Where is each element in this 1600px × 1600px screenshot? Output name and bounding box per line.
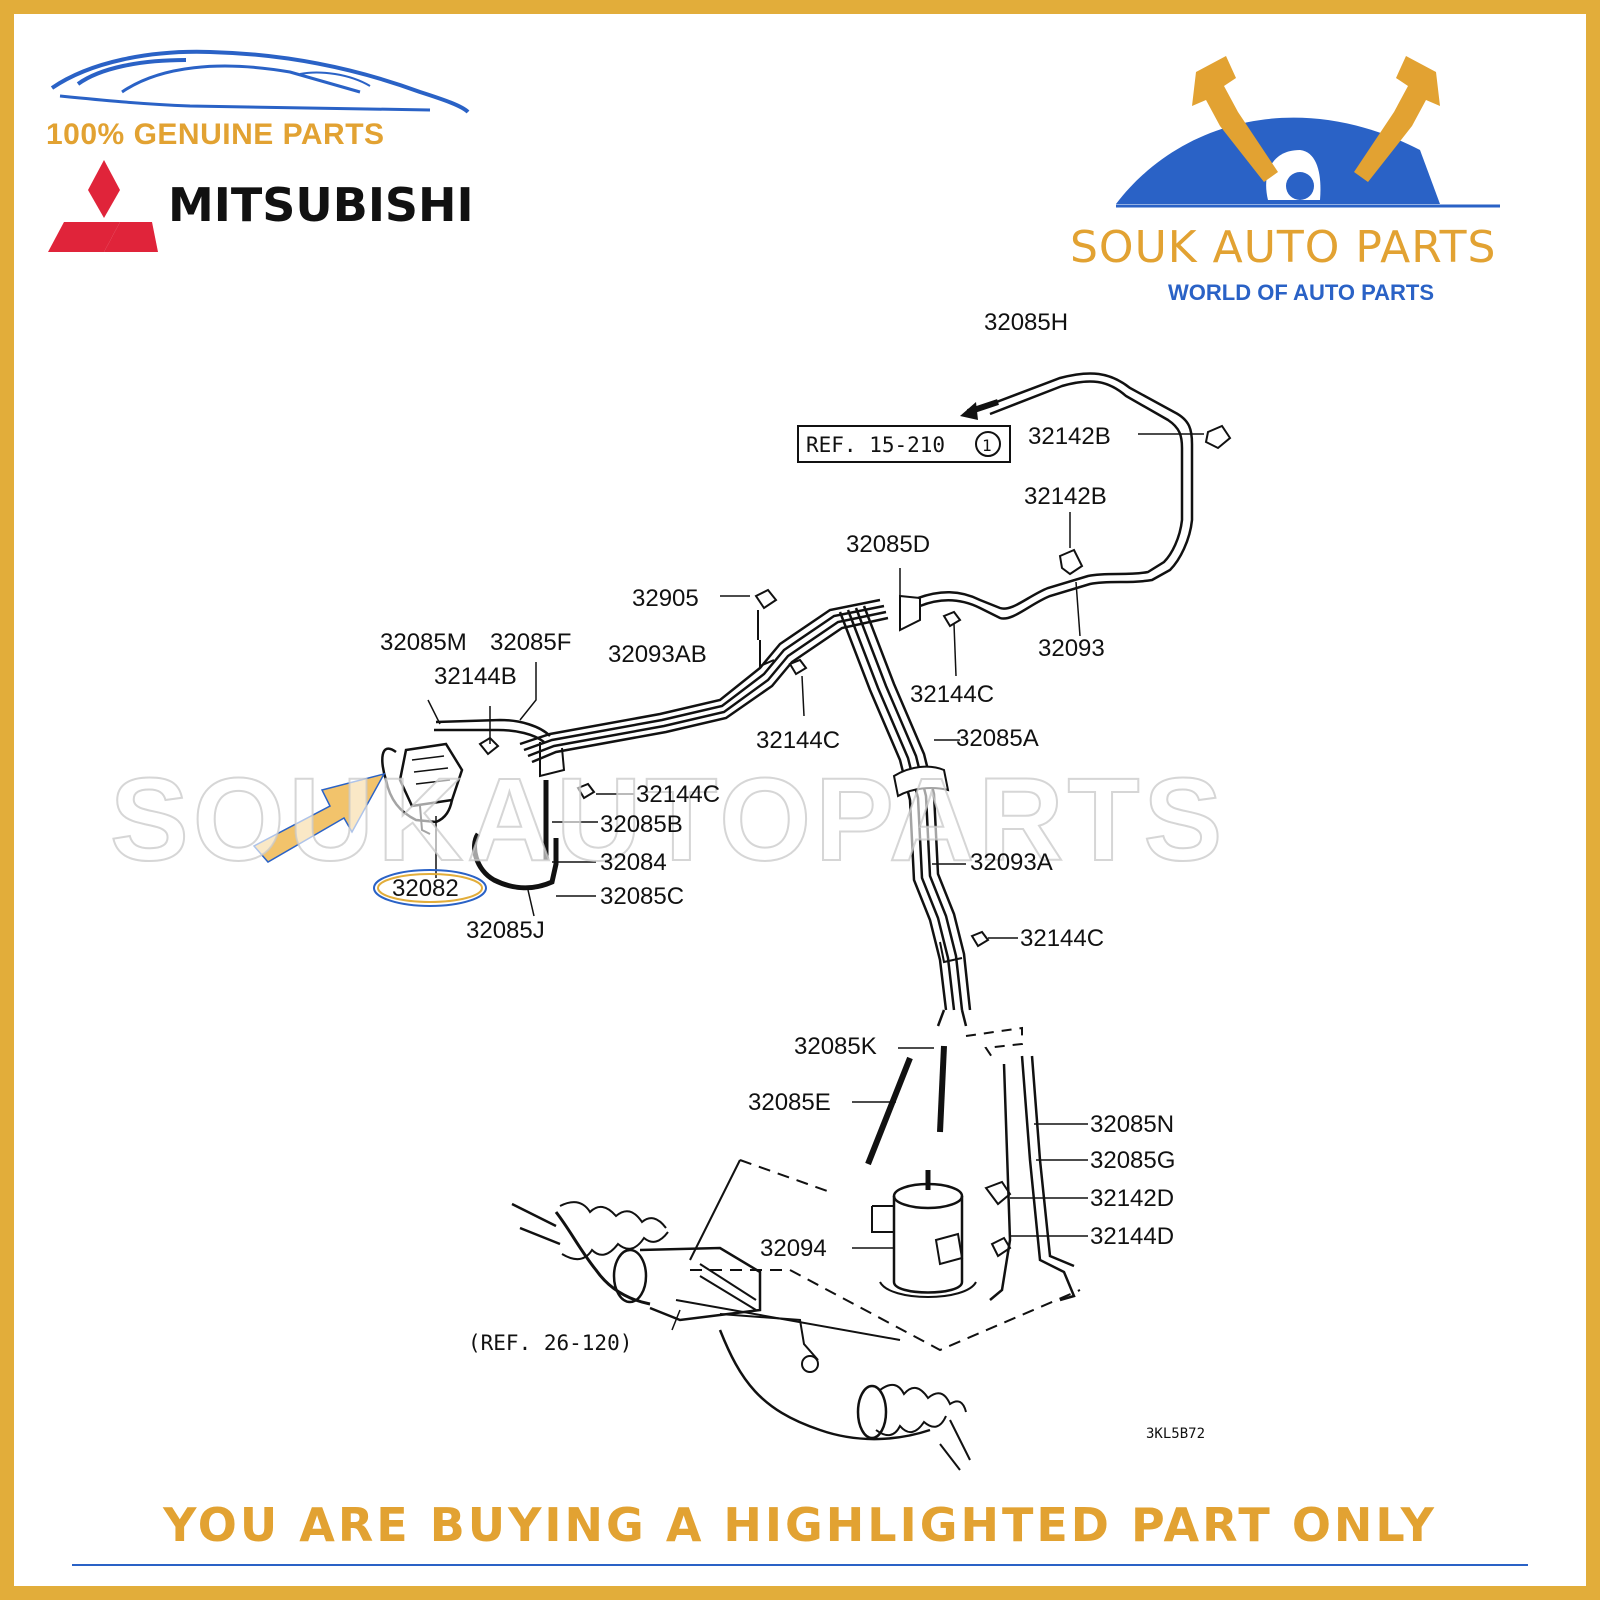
part-label-32085F: 32085F bbox=[490, 629, 571, 656]
part-label-32085N: 32085N bbox=[1090, 1111, 1174, 1138]
seller-tagline: WORLD OF AUTO PARTS bbox=[1168, 280, 1435, 305]
footer-notice: YOU ARE BUYING A HIGHLIGHTED PART ONLY bbox=[163, 1498, 1437, 1552]
part-label-32085G: 32085G bbox=[1090, 1147, 1175, 1174]
part-label-32905: 32905 bbox=[632, 585, 699, 612]
part-label-32085B: 32085B bbox=[600, 811, 683, 838]
part-label-32144D: 32144D bbox=[1090, 1223, 1174, 1250]
part-label-32144B: 32144B bbox=[434, 663, 517, 690]
highlight-arrow bbox=[252, 772, 386, 863]
brand-name: MITSUBISHI bbox=[168, 178, 474, 232]
car-silhouette-logo bbox=[50, 49, 470, 114]
part-label-32142D: 32142D bbox=[1090, 1185, 1174, 1212]
seller-name: SOUK AUTO PARTS bbox=[1070, 222, 1497, 273]
mitsubishi-three-diamond-logo bbox=[48, 160, 158, 252]
part-label-32085K: 32085K bbox=[794, 1033, 877, 1060]
part-label-32093A: 32093A bbox=[970, 849, 1053, 876]
part-label-32093: 32093 bbox=[1038, 635, 1105, 662]
ref-top-label: REF. 15-210 bbox=[806, 433, 945, 457]
part-label-32144C-c: 32144C bbox=[636, 781, 720, 808]
drawing-code: 3KL5B72 bbox=[1146, 1426, 1205, 1442]
part-label-32085M: 32085M bbox=[380, 629, 467, 656]
ref-bottom-label: (REF. 26-120) bbox=[468, 1331, 632, 1355]
part-label-32084: 32084 bbox=[600, 849, 667, 876]
part-label-32085J: 32085J bbox=[466, 917, 545, 944]
part-label-32085D: 32085D bbox=[846, 531, 930, 558]
part-label-32144C-d: 32144C bbox=[1020, 925, 1104, 952]
part-label-32085C: 32085C bbox=[600, 883, 684, 910]
part-label-32085H: 32085H bbox=[984, 309, 1068, 336]
part-label-32094: 32094 bbox=[760, 1235, 827, 1262]
part-label-32142B-top: 32142B bbox=[1028, 423, 1111, 450]
parts-diagram-linework bbox=[381, 372, 1232, 1471]
part-label-32144C-b: 32144C bbox=[756, 727, 840, 754]
part-label-32085A: 32085A bbox=[956, 725, 1039, 752]
part-label-32082-highlighted: 32082 bbox=[392, 875, 459, 902]
part-label-32085E: 32085E bbox=[748, 1089, 831, 1116]
wrenches-and-dome-logo bbox=[1116, 56, 1500, 208]
genuine-parts-text: 100% GENUINE PARTS bbox=[46, 118, 385, 151]
watermark-text: SOUKAUTOPARTS bbox=[110, 754, 1226, 886]
part-label-32142B-mid: 32142B bbox=[1024, 483, 1107, 510]
highlight-ring bbox=[373, 869, 487, 907]
footer-divider bbox=[72, 1564, 1528, 1566]
part-label-32144C-a: 32144C bbox=[910, 681, 994, 708]
part-label-32093AB: 32093AB bbox=[608, 641, 707, 668]
ref-top-circle-number: 1 bbox=[982, 436, 992, 455]
